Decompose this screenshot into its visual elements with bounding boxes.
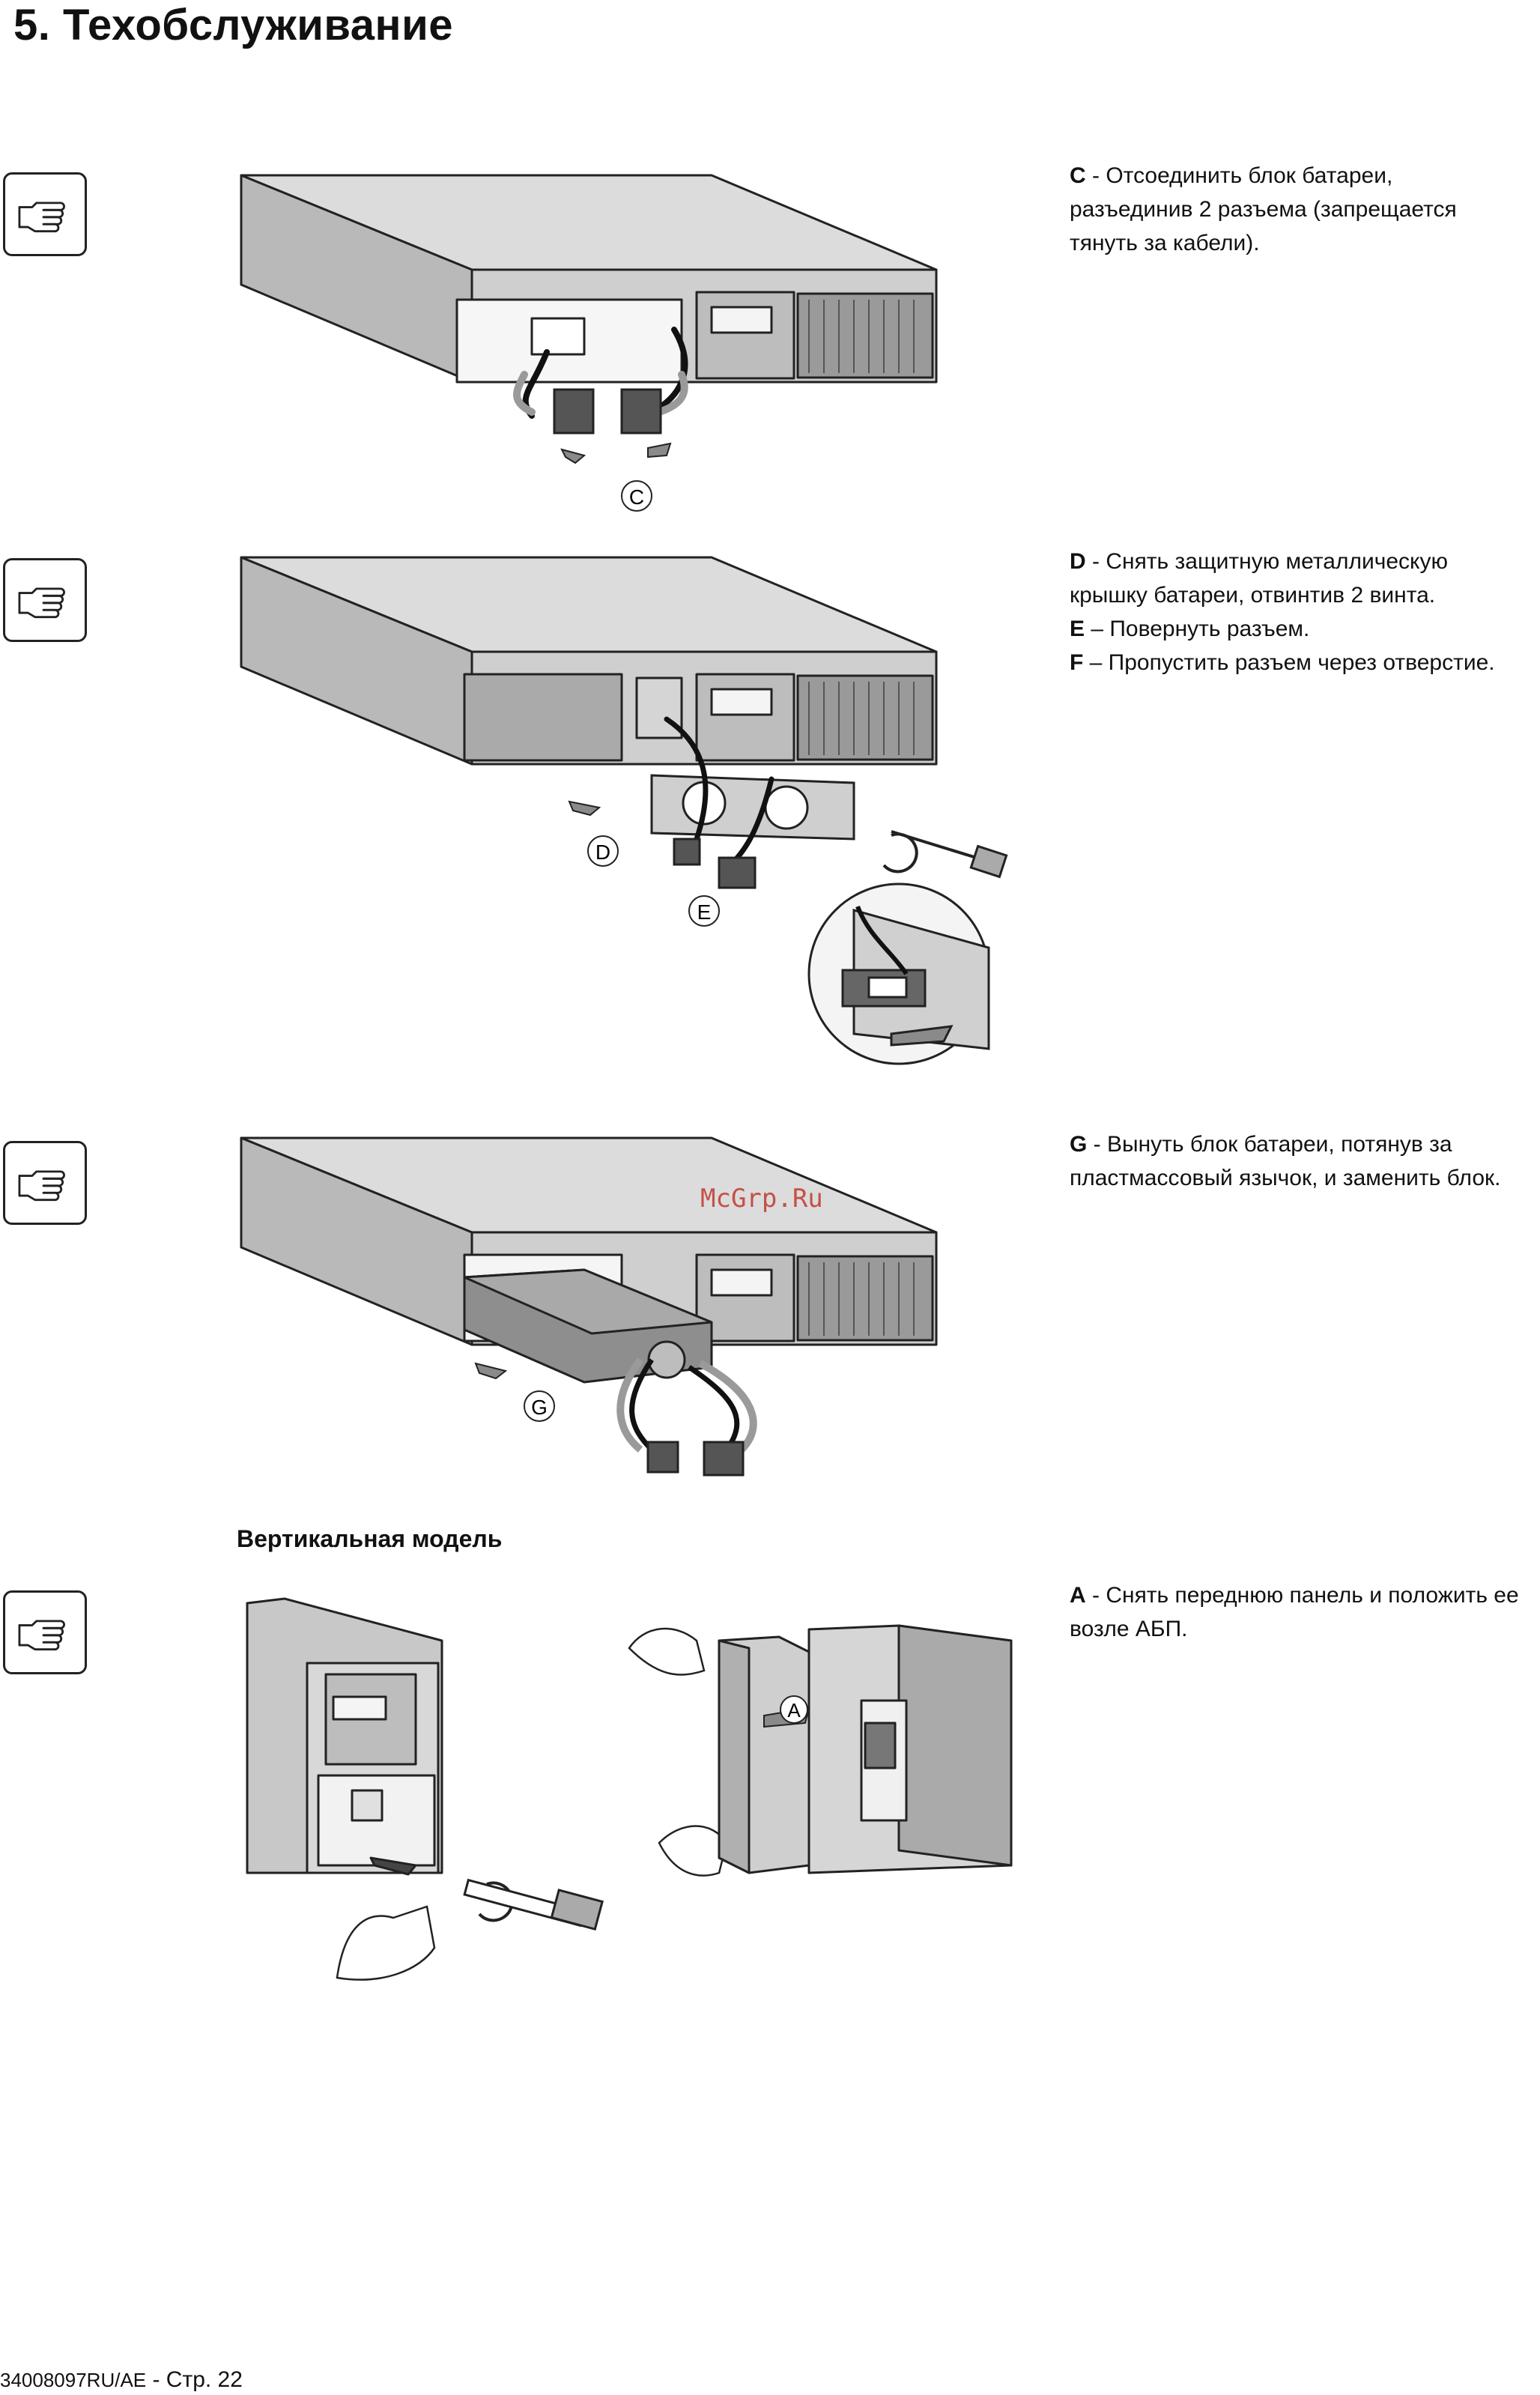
pointing-hand-icon: [3, 1590, 87, 1674]
pointing-hand-icon: [3, 172, 87, 256]
figure-c-disconnect-battery: C: [240, 174, 938, 512]
figure-label-circle: [587, 835, 619, 867]
figure-label: C: [629, 485, 644, 509]
step-line: крышку батареи, отвинтив 2 винта.: [1070, 583, 1436, 608]
page-title: 5. Техобслуживание: [13, 1, 453, 49]
figure-label-circle: [524, 1390, 555, 1422]
figure-label: D: [595, 841, 610, 864]
step-line: тянуть за кабели).: [1070, 231, 1260, 255]
pointing-hand-icon: [3, 1141, 87, 1225]
figure-label-circle: [621, 480, 652, 512]
step-line: A - Снять переднюю панель и положить ее: [1070, 1583, 1519, 1608]
figure-label: E: [697, 900, 712, 924]
watermark: McGrp.Ru: [700, 1184, 823, 1214]
pointing-hand-icon: [3, 558, 87, 642]
step-line: G - Вынуть блок батареи, потянув за: [1070, 1132, 1452, 1157]
step-line: C - Отсоединить блок батареи,: [1070, 163, 1393, 188]
step-line: возле АБП.: [1070, 1617, 1188, 1641]
figure-label-circle: [780, 1695, 808, 1724]
step-line: разъединив 2 разъема (запрещается: [1070, 197, 1457, 222]
step-line: F – Пропустить разъем через отверстие.: [1070, 650, 1495, 675]
figure-def-remove-cover: D E F: [240, 556, 1008, 1065]
vertical-model-heading: Вертикальная модель: [237, 1525, 503, 1552]
figure-label: G: [531, 1396, 548, 1419]
document-code: 34008097RU/AE: [0, 2369, 147, 2391]
step-a-text: A - Снять переднюю панель и положить ее …: [1070, 1578, 1540, 1646]
figure-g-remove-battery: G: [240, 1136, 938, 1477]
figure-a-vertical-model: A: [246, 1597, 1013, 1981]
step-line: D - Снять защитную металлическую: [1070, 549, 1448, 574]
step-line: E – Повернуть разъем.: [1070, 617, 1310, 641]
figure-label-circle: [688, 895, 720, 927]
step-g-text: G - Вынуть блок батареи, потянув за плас…: [1070, 1127, 1540, 1195]
figure-label: A: [787, 1699, 801, 1722]
page-footer: 34008097RU/AE - Стр. 22: [0, 2367, 243, 2393]
step-line: пластмассовый язычок, и заменить блок.: [1070, 1166, 1501, 1190]
page-number: - Стр. 22: [146, 2367, 243, 2392]
step-def-text: D - Снять защитную металлическую крышку …: [1070, 545, 1540, 679]
step-c-text: C - Отсоединить блок батареи, разъединив…: [1070, 159, 1540, 260]
